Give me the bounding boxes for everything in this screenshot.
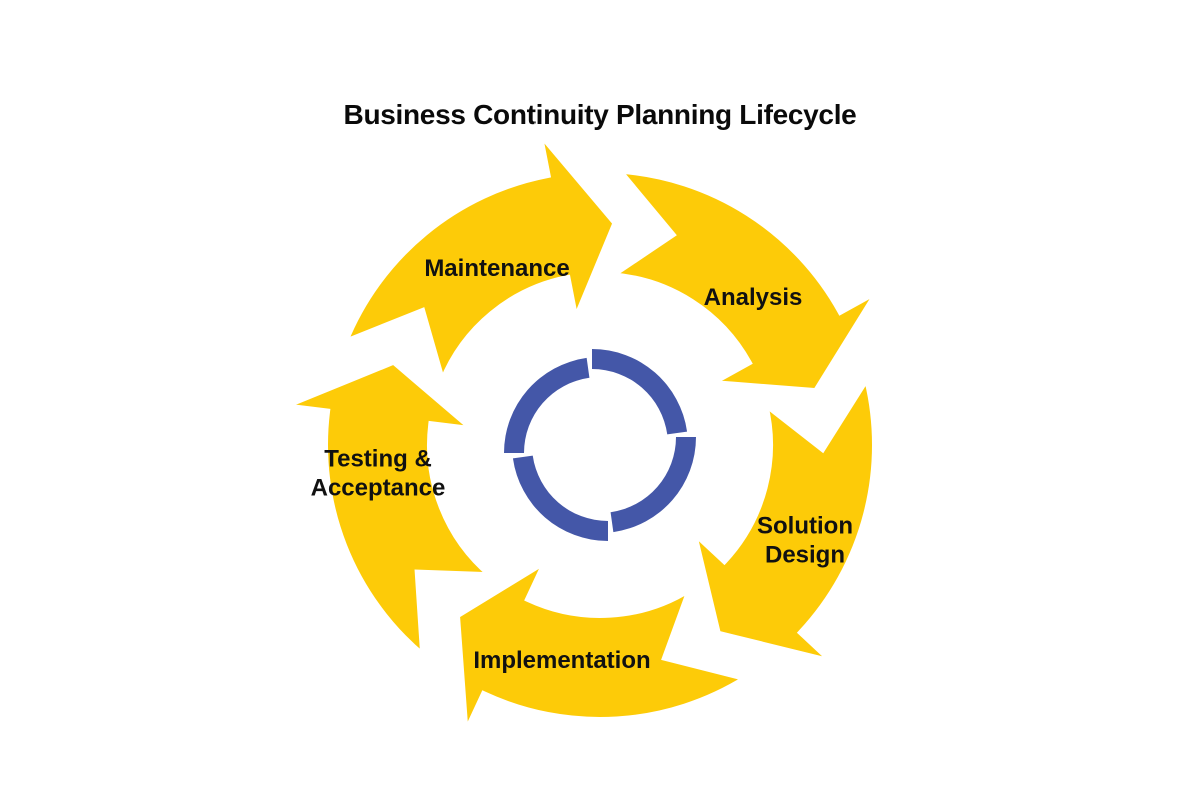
cycle-icon-segment: [512, 455, 608, 541]
stage-label-analysis: Analysis: [704, 284, 803, 311]
stage-label-line: Testing &: [324, 446, 432, 473]
arrow-implementation: [453, 553, 754, 745]
arrow-solution-design: [688, 370, 878, 668]
cycle-icon: [504, 349, 696, 541]
stage-label-line: Analysis: [704, 284, 803, 311]
stage-label-implementation: Implementation: [473, 647, 650, 674]
arrow-maintenance: [339, 122, 619, 391]
stage-label-maintenance: Maintenance: [424, 255, 569, 282]
cycle-icon-segment: [592, 349, 688, 435]
arrow-testing-acceptance: [272, 358, 500, 663]
cycle-icon-segment: [504, 357, 590, 453]
stage-label-line: Maintenance: [424, 255, 569, 282]
cycle-arrows: [272, 122, 887, 745]
stage-label-line: Implementation: [473, 647, 650, 674]
stage-label-testing-acceptance: Testing &Acceptance: [311, 446, 446, 502]
stage-label-line: Solution: [757, 513, 853, 540]
stage-label-line: Acceptance: [311, 475, 446, 502]
cycle-icon-segment: [610, 437, 696, 533]
arrow-analysis: [602, 167, 887, 395]
stage-label-line: Design: [765, 542, 845, 569]
page-title: Business Continuity Planning Lifecycle: [343, 99, 857, 130]
